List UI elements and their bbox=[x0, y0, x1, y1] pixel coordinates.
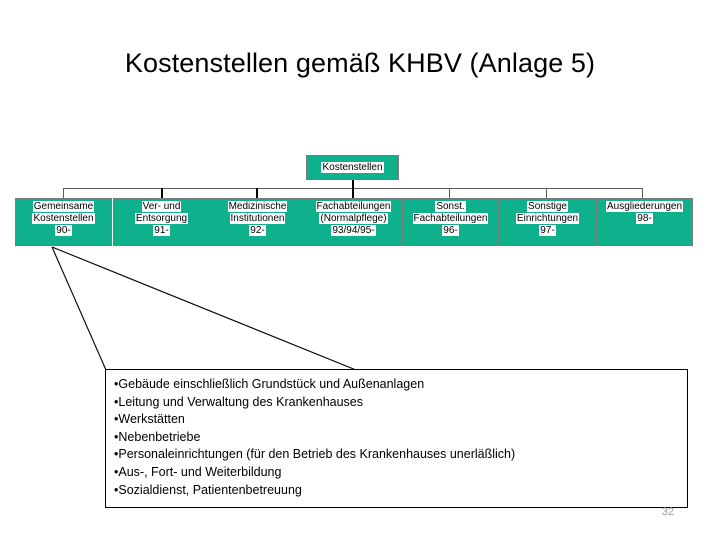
org-node-medizinische-institutionen[interactable]: Medizinische Institutionen 92- bbox=[209, 198, 306, 246]
org-node-code: 93/94/95- bbox=[331, 225, 376, 236]
list-item: •Personaleinrichtungen (für den Betrieb … bbox=[114, 446, 687, 464]
list-item: •Leitung und Verwaltung des Krankenhause… bbox=[114, 394, 687, 412]
connector-drop-1 bbox=[63, 188, 64, 198]
connector-drop-7 bbox=[642, 188, 643, 198]
bullet-icon: • bbox=[114, 429, 119, 444]
page-number: 32 bbox=[661, 506, 675, 518]
org-chart: Kostenstellen Gemeinsame Kostenstellen 9… bbox=[0, 0, 720, 260]
org-node-code: 92- bbox=[249, 225, 266, 236]
list-item-label: Gebäude einschließlich Grundstück und Au… bbox=[118, 377, 425, 391]
org-node-sonstige-einrichtungen[interactable]: Sonstige Einrichtungen 97- bbox=[499, 198, 596, 246]
org-node-label: Fachabteilungen bbox=[315, 201, 392, 212]
org-node-label: Einrichtungen bbox=[515, 213, 580, 224]
org-node-sonst-fachabteilungen[interactable]: Sonst. Fachabteilungen 96- bbox=[402, 198, 499, 246]
bullet-icon: • bbox=[114, 482, 119, 497]
org-node-label: Kostenstellen bbox=[32, 213, 95, 224]
org-node-code: 98- bbox=[636, 213, 653, 224]
org-node-label: Gemeinsame bbox=[32, 201, 95, 212]
bullet-icon: • bbox=[114, 377, 119, 391]
org-node-label: Ver- und bbox=[141, 201, 182, 212]
org-node-label: Institutionen bbox=[229, 213, 286, 224]
org-node-root-label-0: Kostenstellen bbox=[321, 161, 384, 173]
bullet-icon: • bbox=[114, 394, 119, 409]
list-item-label: Aus-, Fort- und Weiterbildung bbox=[118, 464, 282, 479]
callout-line-upper bbox=[51, 246, 357, 371]
org-node-label: (Normalpflege) bbox=[319, 213, 388, 224]
bullet-icon: • bbox=[114, 447, 119, 462]
page-title: Kostenstellen gemäß KHBV (Anlage 5) bbox=[124, 48, 596, 78]
connector-drop-6 bbox=[546, 188, 547, 198]
org-node-code: 96- bbox=[442, 225, 459, 236]
list-item: •Sozialdienst, Patientenbetreuung bbox=[114, 482, 687, 500]
connector-drop-3 bbox=[256, 188, 258, 198]
content-callout-box: •Gebäude einschließlich Grundstück und A… bbox=[105, 369, 688, 508]
org-node-code: 91- bbox=[153, 225, 170, 236]
list-item: •Gebäude einschließlich Grundstück und A… bbox=[114, 376, 687, 394]
list-item-label: Werkstätten bbox=[118, 412, 185, 427]
org-node-ausgliederungen[interactable]: Ausgliederungen 98- bbox=[596, 198, 693, 246]
connector-root-stem bbox=[352, 180, 354, 188]
list-item: •Nebenbetriebe bbox=[114, 429, 687, 447]
list-item: •Werkstätten bbox=[114, 411, 687, 429]
list-item: •Aus-, Fort- und Weiterbildung bbox=[114, 464, 687, 482]
org-node-label: Entsorgung bbox=[134, 213, 189, 224]
org-node-label: Ausgliederungen bbox=[605, 201, 684, 212]
list-item-label: Sozialdienst, Patientenbetreuung bbox=[118, 482, 302, 497]
list-item-label: Leitung und Verwaltung des Krankenhauses bbox=[118, 394, 364, 409]
bullet-icon: • bbox=[114, 412, 119, 427]
org-node-label: Medizinische bbox=[227, 201, 288, 212]
org-node-fachabteilungen-normalpflege[interactable]: Fachabteilungen (Normalpflege) 93/94/95- bbox=[305, 198, 402, 246]
org-node-code: 97- bbox=[539, 225, 556, 236]
list-item-label: Nebenbetriebe bbox=[118, 429, 201, 444]
org-node-ver-und-entsorgung[interactable]: Ver- und Entsorgung 91- bbox=[113, 198, 210, 246]
callout-line-lower bbox=[51, 246, 107, 371]
org-node-code: 90- bbox=[55, 225, 72, 236]
org-node-gemeinsame-kostenstellen[interactable]: Gemeinsame Kostenstellen 90- bbox=[15, 198, 112, 246]
connector-drop-5 bbox=[449, 188, 450, 198]
connector-drop-2 bbox=[161, 188, 163, 198]
list-item-label: Personaleinrichtungen (für den Betrieb d… bbox=[118, 447, 516, 462]
org-node-label: Sonst. bbox=[435, 201, 466, 212]
org-node-label: Fachabteilungen bbox=[412, 213, 489, 224]
org-node-root[interactable]: Kostenstellen bbox=[306, 155, 399, 180]
connector-drop-4 bbox=[352, 188, 354, 198]
org-node-label: Sonstige bbox=[527, 201, 568, 212]
bullet-icon: • bbox=[114, 464, 119, 479]
